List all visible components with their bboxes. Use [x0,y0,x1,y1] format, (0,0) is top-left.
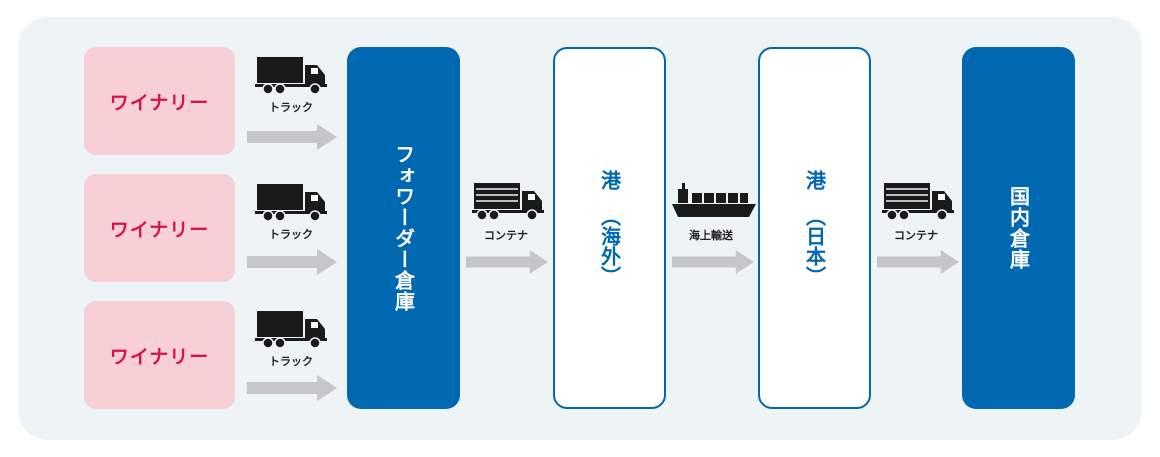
truck-icon [255,182,327,222]
flow-arrow [247,249,337,275]
domestic-warehouse-label: 国内倉庫 [1006,186,1031,270]
flow-arrow [877,249,959,275]
overseas-port-node: 港 （海外） [553,47,666,409]
link-label-container: コンテナ [484,229,528,242]
port-location-label: （日本） [802,206,827,286]
flow-arrow [247,124,337,150]
forwarder-warehouse-node: フォワーダー倉庫 [347,47,460,409]
flow-arrow [247,375,337,401]
transport-label: トラック [269,101,313,114]
port-label: 港 [597,170,622,190]
link-label-container: コンテナ [894,229,938,242]
cargo-ship-icon [672,181,756,221]
container-truck-icon [472,181,544,221]
winery-box-1: ワイナリー [84,47,235,155]
flow-arrow [466,249,548,275]
port-location-label: （海外） [597,206,622,286]
winery-label: ワイナリー [109,218,210,241]
domestic-warehouse-node: 国内倉庫 [962,47,1075,409]
container-truck-icon [882,181,954,221]
truck-icon [255,55,327,95]
transport-label: トラック [269,228,313,241]
transport-label: トラック [269,355,313,368]
japan-port-node: 港 （日本） [758,47,871,409]
winery-box-2: ワイナリー [84,174,235,282]
forwarder-warehouse-label: フォワーダー倉庫 [391,144,416,312]
winery-label: ワイナリー [109,91,210,114]
port-label: 港 [802,170,827,190]
flow-arrow [672,249,754,275]
winery-label: ワイナリー [109,345,210,368]
truck-icon [255,309,327,349]
link-label-sea: 海上輸送 [689,229,733,242]
winery-box-3: ワイナリー [84,301,235,409]
